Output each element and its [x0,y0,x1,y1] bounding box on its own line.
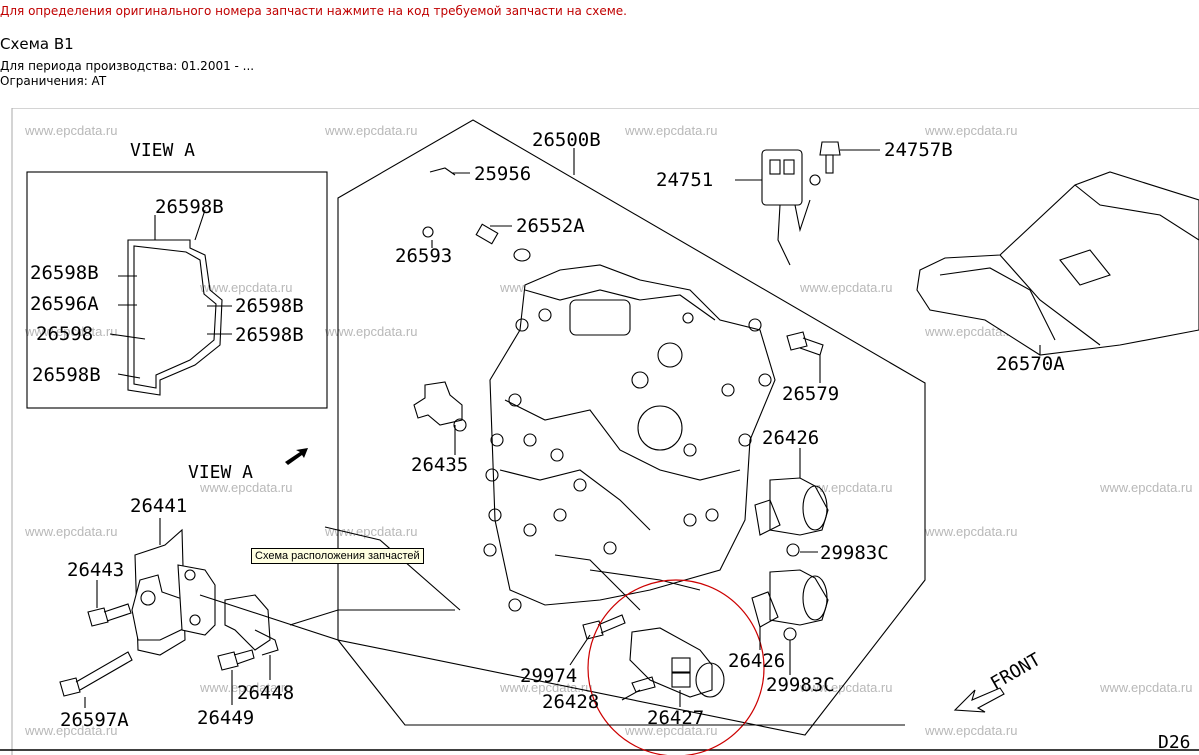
diagram-code: D26 [1158,732,1191,753]
parts-diagram: www.epcdata.ru www.epcdata.ru www.epcdat… [0,108,1199,755]
part-link-24751[interactable]: 24751 [656,169,713,191]
leader [109,333,146,340]
part-link-26435[interactable]: 26435 [411,454,468,476]
part-labels: 26500B 25956 26552A 26593 24751 24757B 2… [30,129,1065,731]
highlight-circle [587,579,765,755]
watermark: www.epcdata.ru [24,723,118,738]
solenoid-26427 [629,627,725,698]
page-title: Схема B1 [0,35,74,53]
restrictions-text: Ограничения: AT [0,74,107,88]
watermark: www.epcdata.ru [1099,680,1193,695]
watermark: www.epcdata.ru [924,123,1018,138]
view-arrow-icon [285,448,308,465]
oil-pipe [422,167,531,262]
outline-stroke [289,609,455,626]
part-link-29983c-2[interactable]: 29983C [766,674,835,696]
part-link-26579[interactable]: 26579 [782,383,839,405]
part-link-26441[interactable]: 26441 [130,495,187,517]
part-link-26448[interactable]: 26448 [237,682,294,704]
valve-body-outline [127,239,223,396]
part-link-29974[interactable]: 29974 [520,665,577,687]
leader-lines [84,148,1041,708]
part-link-26428[interactable]: 26428 [542,691,599,713]
watermark: www.epcdata.ru [799,680,893,695]
watermark: www.epcdata.ru [324,524,418,539]
solenoid-26426-upper [754,477,829,557]
part-link-24757b[interactable]: 24757B [884,139,953,161]
part-link-29983c[interactable]: 29983C [820,542,889,564]
inset-frame [26,171,328,409]
watermark: www.epcdata.ru [199,280,293,295]
front-label: FRONT [987,649,1045,694]
part-link-26596a[interactable]: 26596A [30,293,99,315]
bracket-26448 [224,594,279,656]
watermark: www.epcdata.ru [799,280,893,295]
part-link-26598b-inset-2[interactable]: 26598B [235,295,304,317]
watermark: www.epcdata.ru [924,524,1018,539]
part-link-26552a[interactable]: 26552A [516,215,585,237]
view-a-label-2: VIEW A [188,462,253,483]
part-link-26426-2[interactable]: 26426 [728,650,785,672]
watermark: www.epcdata.ru [199,680,293,695]
front-arrow-icon [953,687,1005,713]
valve-body-inner [133,245,217,389]
part-link-26427[interactable]: 26427 [647,707,704,729]
part-link-26598b-inset-1[interactable]: 26598B [30,262,99,284]
bolt-29974 [582,614,626,640]
watermark: www.epcdata.ru [199,480,293,495]
instruction-text: Для определения оригинального номера зап… [0,4,627,18]
part-link-26598b-inset-3[interactable]: 26598B [235,324,304,346]
watermark: www.epcdata.ru [24,324,118,339]
watermark: www.epcdata.ru [624,123,718,138]
part-link-26593[interactable]: 26593 [395,245,452,267]
part-link-26597a[interactable]: 26597A [60,709,129,731]
sensor-connector [761,149,821,266]
part-link-26426[interactable]: 26426 [762,427,819,449]
bolt-26597a [59,651,133,697]
bolt-26443 [87,603,132,627]
part-link-26500b[interactable]: 26500B [532,129,601,151]
solenoid-26426-lower [751,569,829,641]
part-link-25956[interactable]: 25956 [474,163,531,185]
watermark: www.epcdata.ru [924,723,1018,738]
watermark: www.epcdata.ru [24,524,118,539]
bolt-24757b [819,141,841,174]
leader [117,373,141,379]
oil-strainer [916,171,1199,356]
part-link-26598b-inset-top[interactable]: 26598B [155,196,224,218]
bolt-26449 [217,649,255,671]
solenoid-26435 [413,381,467,432]
production-period: Для периода производства: 01.2001 - ... [0,59,255,73]
outline-stroke [199,594,905,726]
view-a-label: VIEW A [130,140,195,161]
watermark: www.epcdata.ru [499,680,593,695]
watermark: www.epcdata.ru [1099,480,1193,495]
part-link-26598[interactable]: 26598 [36,323,93,345]
watermark: www.epcdata.ru [324,123,418,138]
leader [194,209,206,241]
watermark: www.epcdata.ru [324,324,418,339]
control-valve-body [483,264,776,612]
part-link-26570a[interactable]: 26570A [996,353,1065,375]
bolt-26579 [786,331,824,356]
watermark: www.epcdata.ru [924,324,1018,339]
outline-stroke [324,526,461,611]
view-a-inset: VIEW A [26,140,328,409]
diagram-tooltip: Схема расположения запчастей [251,548,424,564]
part-link-26443[interactable]: 26443 [67,559,124,581]
gasket-bracket [131,528,216,656]
part-link-26449[interactable]: 26449 [197,707,254,729]
part-link-26598b-inset-4[interactable]: 26598B [32,364,101,386]
watermark: www.epcdata.ru [624,723,718,738]
watermark: www.epcdata.ru [24,123,118,138]
